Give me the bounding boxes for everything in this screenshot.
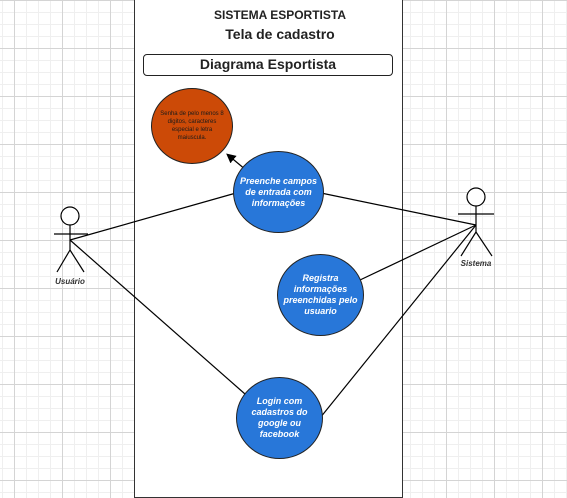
system-actor-icon: [458, 187, 494, 257]
assoc-user-fill-fields: [69, 192, 237, 241]
assoc-system-fill-fields: [320, 192, 477, 226]
system-title: SISTEMA ESPORTISTA: [213, 8, 346, 22]
user-actor-label: Usuário: [55, 277, 85, 286]
use-case-fill-fields: Preenche campos de entrada com informaçõ…: [233, 151, 324, 233]
assoc-system-login: [319, 224, 477, 419]
password-rule-text: Senha de pelo menos 8 digitos, caractere…: [160, 111, 224, 141]
use-case-login-label: Login com cadastros do google ou faceboo…: [251, 396, 308, 439]
assoc-system-register: [359, 224, 477, 281]
user-actor-icon: [54, 206, 88, 273]
use-case-register-info-label: Registra informações preenchidas pelo us…: [283, 273, 358, 316]
use-case-login: Login com cadastros do google ou faceboo…: [236, 377, 323, 459]
use-case-register-info: Registra informações preenchidas pelo us…: [277, 254, 364, 336]
screen-subtitle: Tela de cadastro: [225, 26, 335, 42]
system-actor-label: Sistema: [460, 259, 492, 268]
use-case-fill-fields-label: Preenche campos de entrada com informaçõ…: [239, 175, 318, 208]
diagram-label: Diagrama Esportista: [143, 54, 393, 76]
assoc-user-login: [69, 239, 246, 395]
password-rule-note: Senha de pelo menos 8 digitos, caractere…: [151, 88, 233, 164]
